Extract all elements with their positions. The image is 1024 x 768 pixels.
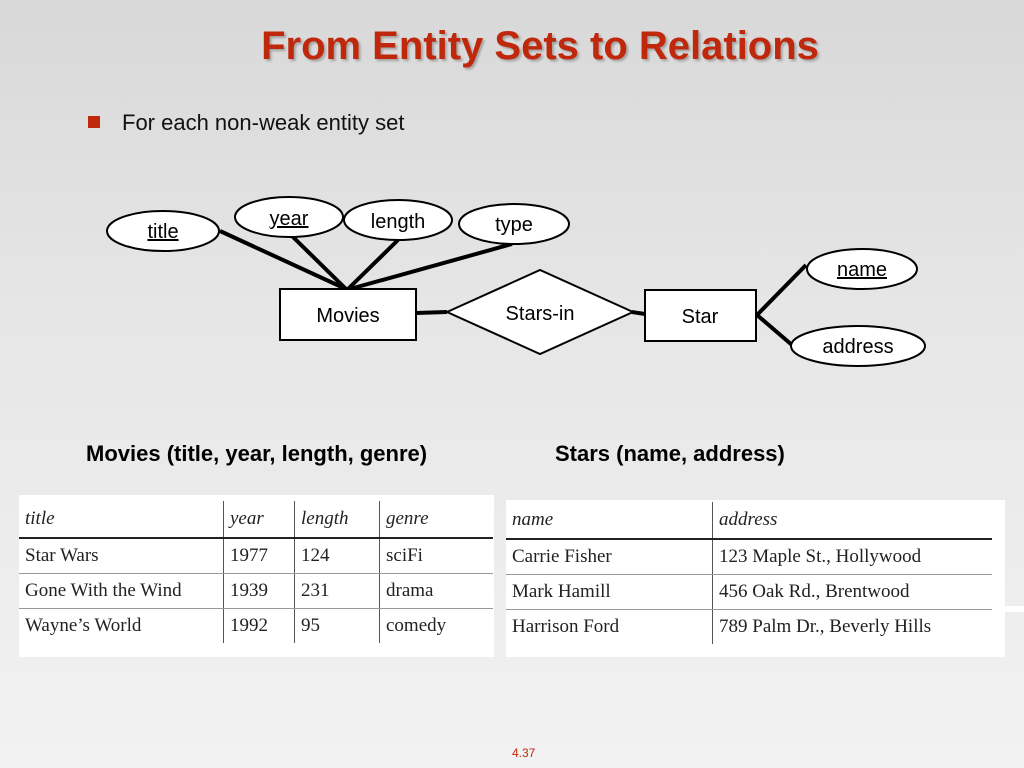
table-cell: Harrison Ford xyxy=(512,616,620,637)
attr-name-oval xyxy=(806,248,918,290)
stars-schema: Stars (name, address) xyxy=(555,441,785,466)
table-cell: 231 xyxy=(294,573,380,609)
movies-table: title year length genre Star Wars 1977 1… xyxy=(19,501,493,643)
table-cell: Gone With the Wind xyxy=(19,573,224,609)
attr-title-label: title xyxy=(147,221,178,243)
table-cell: 1992 xyxy=(223,608,295,643)
column-header: genre xyxy=(379,501,493,539)
attr-title-oval xyxy=(106,210,220,252)
table-header-row: name address xyxy=(506,502,992,540)
slide-title: From Entity Sets to Relations xyxy=(261,24,819,68)
table-cell: 123 Maple St., Hollywood xyxy=(712,539,992,575)
attr-address-label: address xyxy=(822,336,893,358)
table-row: Gone With the Wind 1939 231 drama xyxy=(19,573,493,609)
attr-year-label: year xyxy=(270,208,309,230)
attr-length-oval xyxy=(343,199,453,241)
page-number: 4.37 xyxy=(512,746,536,760)
edge-name xyxy=(755,263,808,317)
table-row: Star Wars 1977 124 sciFi xyxy=(19,538,493,574)
column-header: address xyxy=(712,502,992,540)
relationship-starsin-diamond xyxy=(444,268,636,356)
table-row: Harrison Ford 789 Palm Dr., Beverly Hill… xyxy=(506,609,992,644)
column-header: length xyxy=(294,501,380,539)
attr-name-label: name xyxy=(837,259,887,281)
edge-address xyxy=(755,313,794,347)
column-header: name xyxy=(506,502,713,540)
table-cell: comedy xyxy=(379,608,493,643)
movies-table-panel: title year length genre Star Wars 1977 1… xyxy=(19,495,494,657)
entity-star-box xyxy=(644,289,757,342)
edge-type xyxy=(349,242,513,291)
movies-schema: Movies (title, year, length, genre) xyxy=(86,441,428,466)
table-cell: 456 Oak Rd., Brentwood xyxy=(712,574,992,610)
table-row: Mark Hamill 456 Oak Rd., Brentwood xyxy=(506,574,992,610)
attr-length-label: length xyxy=(371,211,426,233)
table-cell: Carrie Fisher xyxy=(506,539,713,575)
decorative-strip xyxy=(996,606,1024,612)
table-cell: Wayne’s World xyxy=(25,615,142,636)
column-header: year xyxy=(223,501,295,539)
table-cell: 124 xyxy=(294,538,380,574)
table-cell: Star Wars xyxy=(19,538,224,574)
edge-year xyxy=(290,234,348,291)
table-cell: Mark Hamill xyxy=(506,574,713,610)
attr-type-label: type xyxy=(495,214,533,236)
table-row: Carrie Fisher 123 Maple St., Hollywood xyxy=(506,539,992,575)
bullet-item: For each non-weak entity set xyxy=(88,110,404,136)
attr-address-oval xyxy=(790,325,926,367)
bullet-text: For each non-weak entity set xyxy=(122,110,405,135)
entity-movies-label: Movies xyxy=(316,305,379,327)
edge-length xyxy=(346,238,400,291)
edge-movies-starsin xyxy=(415,310,448,315)
table-cell: 95 xyxy=(294,608,380,643)
er-diagram: title year length type name address Movi… xyxy=(106,196,926,367)
relationship-starsin-label: Stars-in xyxy=(506,303,575,325)
entity-movies-box xyxy=(279,288,417,341)
table-header-row: title year length genre xyxy=(19,501,493,539)
stars-table-panel: name address Carrie Fisher 123 Maple St.… xyxy=(506,500,1005,657)
table-cell: sciFi xyxy=(379,538,493,574)
entity-star-label: Star xyxy=(682,306,719,328)
table-cell: 789 Palm Dr., Beverly Hills xyxy=(712,609,992,644)
table-cell: 1939 xyxy=(223,573,295,609)
attr-type-oval xyxy=(458,203,570,245)
column-header: title xyxy=(19,501,224,539)
edge-title xyxy=(219,229,347,291)
stars-table: name address Carrie Fisher 123 Maple St.… xyxy=(506,502,992,644)
table-cell: drama xyxy=(379,573,493,609)
table-row: Wayne’s World 1992 95 comedy xyxy=(19,608,493,643)
attr-year-oval xyxy=(234,196,344,238)
table-cell: 1977 xyxy=(223,538,295,574)
bullet-square-icon xyxy=(88,116,100,128)
